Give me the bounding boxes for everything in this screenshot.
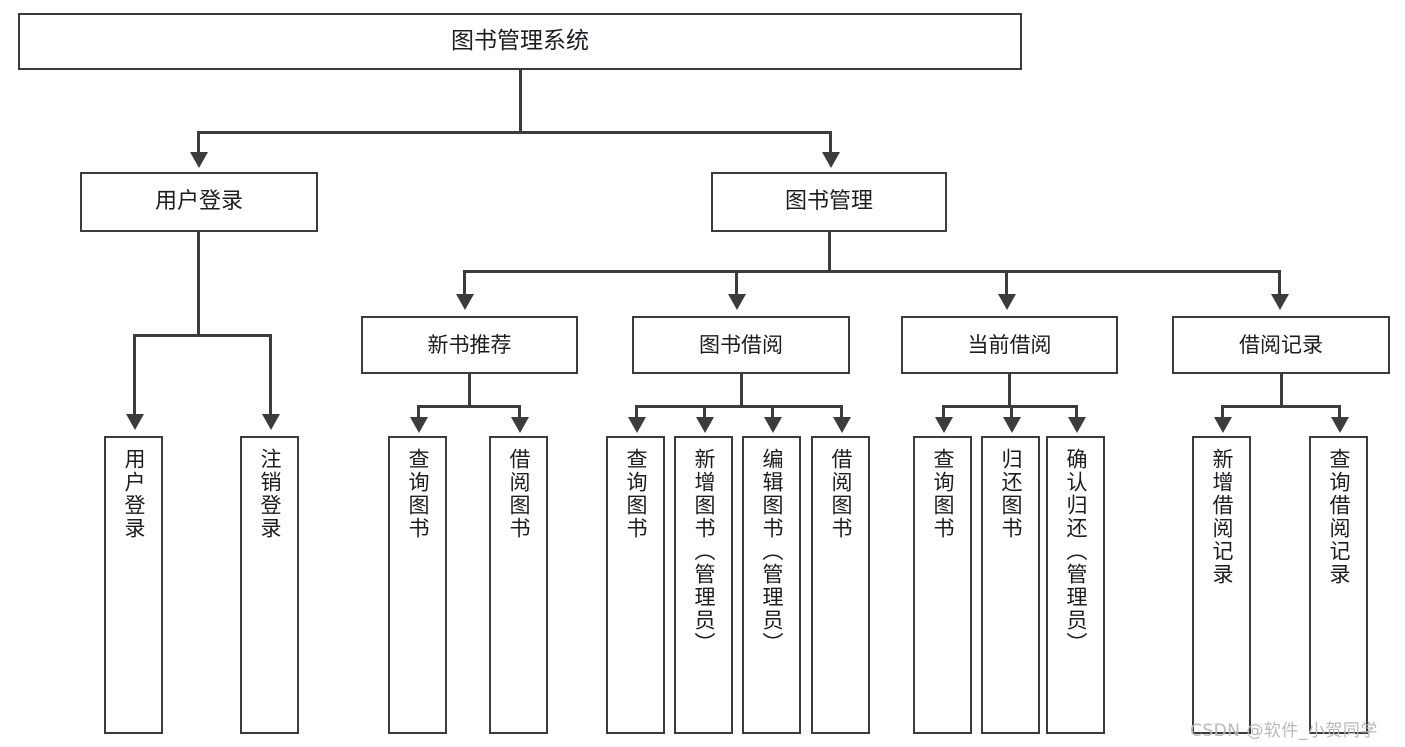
leaf-currentborrow-query-book[interactable]: 查询图书 — [913, 436, 972, 734]
leaf-label: 新增图书（管理员） — [692, 448, 716, 655]
leaf-label: 查询借阅记录 — [1327, 448, 1351, 586]
leaf-label: 用户登录 — [122, 448, 146, 540]
leaf-label: 借阅图书 — [829, 448, 853, 540]
leaf-label: 查询图书 — [931, 448, 955, 540]
leaf-label: 查询图书 — [406, 448, 430, 540]
leaf-label: 查询图书 — [624, 448, 648, 540]
leaf-borrowrecord-query-record[interactable]: 查询借阅记录 — [1309, 436, 1368, 734]
arrow-currentborrow-to-leaf3 — [1068, 417, 1086, 433]
node-label: 新书推荐 — [427, 332, 512, 357]
leaf-logout-login[interactable]: 注销登录 — [240, 436, 299, 734]
connector-bookmgmt-to-current — [1005, 270, 1008, 296]
node-new-book-recommend[interactable]: 新书推荐 — [361, 316, 578, 374]
leaf-currentborrow-confirm-return-admin[interactable]: 确认归还（管理员） — [1046, 436, 1105, 734]
leaf-bookborrow-borrow-book[interactable]: 借阅图书 — [811, 436, 870, 734]
connector-bookborrow-to-leaf1 — [635, 405, 638, 419]
node-book-borrow[interactable]: 图书借阅 — [632, 316, 850, 374]
arrow-bookmgmt-to-new — [456, 294, 474, 310]
connector-bookmgmt-to-record — [1278, 270, 1281, 296]
node-label: 借阅记录 — [1239, 332, 1323, 357]
leaf-label: 编辑图书（管理员） — [760, 448, 784, 655]
node-label: 图书管理系统 — [451, 28, 589, 55]
connector-bookborrow-to-leaf4 — [840, 405, 843, 419]
leaf-label: 确认归还（管理员） — [1064, 448, 1088, 655]
node-book-management[interactable]: 图书管理 — [711, 172, 947, 232]
arrow-currentborrow-to-leaf1 — [935, 417, 953, 433]
arrow-bookborrow-to-leaf1 — [628, 417, 646, 433]
leaf-user-login[interactable]: 用户登录 — [104, 436, 163, 734]
connector-borrowrecord-to-leaf1 — [1221, 405, 1224, 419]
leaf-borrowrecord-add-record[interactable]: 新增借阅记录 — [1192, 436, 1251, 734]
connector-bookborrow-to-leaf2 — [703, 405, 706, 419]
connector-root-to-bookmgmt — [829, 131, 832, 154]
connector-currentborrow-bar — [942, 405, 1077, 408]
connector-bookmgmt-bar — [463, 270, 1281, 273]
node-label: 用户登录 — [154, 189, 243, 215]
connector-bookmgmt-to-borrow — [735, 270, 738, 296]
connector-bookborrow-bar — [635, 405, 843, 408]
arrow-currentborrow-to-leaf2 — [1003, 417, 1021, 433]
connector-bookmgmt-to-new — [463, 270, 466, 296]
watermark-csdn: CSDN @软件_小贺同学 — [1190, 721, 1378, 741]
leaf-label: 借阅图书 — [507, 448, 531, 540]
node-label: 图书借阅 — [699, 332, 783, 357]
leaf-bookborrow-edit-book-admin[interactable]: 编辑图书（管理员） — [742, 436, 801, 734]
connector-newbook-to-leaf2 — [518, 405, 521, 419]
arrow-login-to-leaf2 — [262, 414, 280, 430]
connector-currentborrow-to-leaf1 — [942, 405, 945, 419]
leaf-label: 新增借阅记录 — [1210, 448, 1234, 586]
arrow-newbook-to-leaf1 — [410, 417, 428, 433]
node-current-borrow[interactable]: 当前借阅 — [901, 316, 1118, 374]
arrow-borrowrecord-to-leaf2 — [1331, 417, 1349, 433]
connector-login-to-leaf2 — [269, 334, 272, 416]
leaf-newbook-borrow-book[interactable]: 借阅图书 — [489, 436, 548, 734]
connector-login-to-leaf1 — [133, 334, 136, 416]
arrow-newbook-to-leaf2 — [511, 417, 529, 433]
connector-newbook-stem — [468, 374, 471, 406]
node-user-login[interactable]: 用户登录 — [80, 172, 318, 232]
leaf-label: 注销登录 — [258, 448, 282, 540]
connector-login-stem — [197, 232, 200, 335]
connector-root-to-login — [197, 131, 200, 154]
connector-borrowrecord-bar — [1221, 405, 1340, 408]
arrow-borrowrecord-to-leaf1 — [1214, 417, 1232, 433]
arrow-root-to-login — [190, 152, 208, 168]
connector-bookborrow-stem — [740, 374, 743, 406]
arrow-bookmgmt-to-record — [1271, 294, 1289, 310]
connector-currentborrow-to-leaf2 — [1010, 405, 1013, 419]
arrow-bookmgmt-to-borrow — [728, 294, 746, 310]
connector-borrowrecord-to-leaf2 — [1338, 405, 1341, 419]
connector-bookmgmt-stem — [828, 232, 831, 272]
arrow-login-to-leaf1 — [126, 414, 144, 430]
connector-root-bar — [197, 131, 831, 134]
connector-borrowrecord-stem — [1280, 374, 1283, 406]
node-root-system[interactable]: 图书管理系统 — [18, 13, 1022, 70]
connector-login-bar — [133, 334, 271, 337]
node-label: 当前借阅 — [967, 332, 1052, 357]
leaf-newbook-query-book[interactable]: 查询图书 — [388, 436, 447, 734]
leaf-bookborrow-query-book[interactable]: 查询图书 — [606, 436, 665, 734]
connector-newbook-bar — [417, 405, 521, 408]
leaf-currentborrow-return-book[interactable]: 归还图书 — [981, 436, 1040, 734]
node-label: 图书管理 — [784, 189, 873, 215]
connector-currentborrow-to-leaf3 — [1075, 405, 1078, 419]
connector-newbook-to-leaf1 — [417, 405, 420, 419]
connector-root-stem — [519, 70, 522, 132]
connector-currentborrow-stem — [1008, 374, 1011, 406]
leaf-label: 归还图书 — [999, 448, 1023, 540]
arrow-bookborrow-to-leaf3 — [764, 417, 782, 433]
arrow-root-to-bookmgmt — [822, 152, 840, 168]
arrow-bookborrow-to-leaf4 — [833, 417, 851, 433]
arrow-bookborrow-to-leaf2 — [696, 417, 714, 433]
arrow-bookmgmt-to-current — [998, 294, 1016, 310]
connector-bookborrow-to-leaf3 — [771, 405, 774, 419]
leaf-bookborrow-add-book-admin[interactable]: 新增图书（管理员） — [674, 436, 733, 734]
node-borrow-record[interactable]: 借阅记录 — [1172, 316, 1390, 374]
